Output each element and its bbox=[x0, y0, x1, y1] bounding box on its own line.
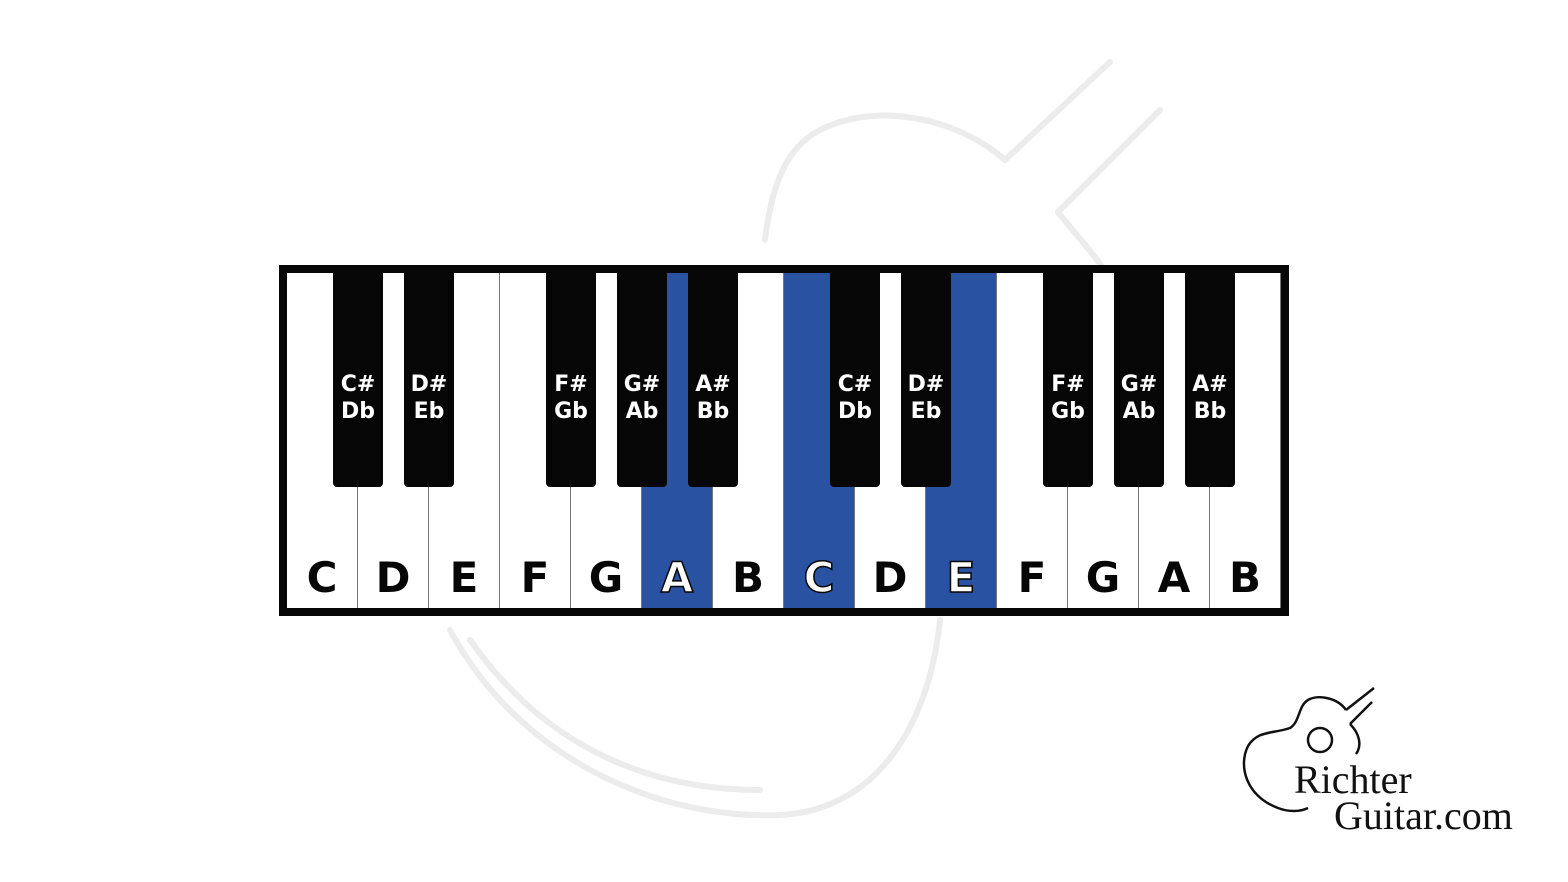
white-key-label: B bbox=[731, 553, 764, 602]
black-key-c-sharp[interactable]: C#Db bbox=[333, 273, 383, 487]
sharp-name: D# bbox=[410, 372, 448, 397]
black-key-d-sharp[interactable]: D#Eb bbox=[901, 273, 951, 487]
black-key-d-sharp[interactable]: D#Eb bbox=[404, 273, 454, 487]
black-key-label: A#Bb bbox=[1185, 371, 1235, 425]
black-key-label: C#Db bbox=[830, 371, 880, 425]
black-key-label: G#Ab bbox=[1114, 371, 1164, 425]
black-key-label: C#Db bbox=[333, 371, 383, 425]
sharp-name: F# bbox=[1051, 372, 1085, 397]
white-key-label: E bbox=[946, 552, 976, 603]
black-key-a-sharp[interactable]: A#Bb bbox=[688, 273, 738, 487]
flat-name: Db bbox=[837, 399, 872, 424]
black-key-label: F#Gb bbox=[1043, 371, 1093, 425]
white-key-label: E bbox=[449, 553, 479, 602]
white-key-label: F bbox=[1017, 553, 1047, 602]
flat-name: Ab bbox=[625, 399, 659, 424]
sharp-name: A# bbox=[695, 372, 731, 397]
flat-name: Ab bbox=[1122, 399, 1156, 424]
flat-name: Eb bbox=[413, 399, 445, 424]
guitar-outline-icon bbox=[1242, 687, 1375, 813]
flat-name: Bb bbox=[1193, 399, 1227, 424]
white-key-label: D bbox=[375, 553, 411, 602]
white-key-label: A bbox=[1157, 553, 1191, 602]
logo-line2: Guitar.com bbox=[1334, 793, 1513, 838]
sharp-name: C# bbox=[340, 372, 376, 397]
flat-name: Gb bbox=[1051, 399, 1085, 424]
flat-name: Eb bbox=[910, 399, 942, 424]
white-key-label: B bbox=[1228, 553, 1261, 602]
black-key-f-sharp[interactable]: F#Gb bbox=[1043, 273, 1093, 487]
flat-name: Gb bbox=[554, 399, 588, 424]
black-key-label: A#Bb bbox=[688, 371, 738, 425]
black-key-label: G#Ab bbox=[617, 371, 667, 425]
sharp-name: G# bbox=[1120, 372, 1158, 397]
logo-line1: Richter bbox=[1294, 757, 1412, 802]
white-key-label: G bbox=[588, 553, 624, 602]
sharp-name: D# bbox=[907, 372, 945, 397]
white-key-label: C bbox=[306, 553, 338, 602]
flat-name: Bb bbox=[696, 399, 730, 424]
black-key-f-sharp[interactable]: F#Gb bbox=[546, 273, 596, 487]
white-key-label: F bbox=[520, 553, 550, 602]
white-key-label: D bbox=[872, 553, 908, 602]
black-key-c-sharp[interactable]: C#Db bbox=[830, 273, 880, 487]
black-key-label: D#Eb bbox=[901, 371, 951, 425]
flat-name: Db bbox=[340, 399, 375, 424]
sharp-name: C# bbox=[837, 372, 873, 397]
white-key-label: G bbox=[1085, 553, 1121, 602]
white-key-label: A bbox=[660, 552, 694, 603]
white-key-label: C bbox=[803, 552, 835, 603]
black-key-label: D#Eb bbox=[404, 371, 454, 425]
black-key-label: F#Gb bbox=[546, 371, 596, 425]
sharp-name: A# bbox=[1192, 372, 1228, 397]
black-key-g-sharp[interactable]: G#Ab bbox=[1114, 273, 1164, 487]
black-key-g-sharp[interactable]: G#Ab bbox=[617, 273, 667, 487]
black-key-a-sharp[interactable]: A#Bb bbox=[1185, 273, 1235, 487]
sharp-name: F# bbox=[554, 372, 588, 397]
sharp-name: G# bbox=[623, 372, 661, 397]
